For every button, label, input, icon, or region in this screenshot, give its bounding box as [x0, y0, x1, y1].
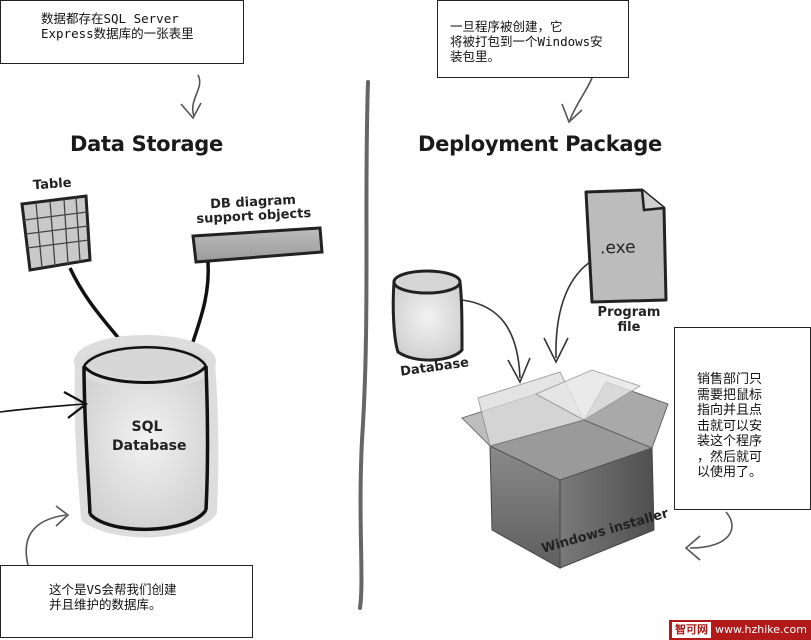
database-to-box-arrow — [461, 299, 521, 379]
arrow-into-database — [0, 403, 85, 413]
label-exe: .exe — [599, 237, 636, 259]
note-top-right: 一旦程序被创建，它 将被打包到一个Windows安 装包里。 — [437, 0, 629, 78]
watermark-url: www.hzhike.com — [715, 623, 807, 636]
arrow-right-note — [689, 511, 733, 549]
label-program-file: Program file — [597, 305, 661, 335]
arrow-bottom-left — [25, 514, 67, 566]
arrow-top-right — [569, 77, 593, 121]
label-sql-database: SQL Database — [112, 419, 187, 454]
heading-deployment-package: Deployment Package — [418, 132, 662, 156]
watermark: 智可网 www.hzhike.com — [669, 620, 811, 640]
note-bottom-left: 这个是VS会帮我们创建 并且维护的数据库。 — [0, 565, 253, 638]
heading-data-storage: Data Storage — [70, 132, 223, 156]
arrow-top-left — [191, 74, 201, 117]
table-icon — [20, 194, 92, 272]
label-db-diagram: DB diagram support objects — [196, 192, 312, 227]
db-diagram-bar — [191, 226, 324, 264]
note-right: 销售部门只 需要把鼠标 指向并且点 击就可以安 装这个程序 ，然后就可 以使用了… — [674, 327, 811, 510]
divider-line — [358, 80, 370, 610]
windows-installer-box — [461, 369, 669, 569]
database-cylinder — [391, 269, 464, 362]
exe-file-icon — [584, 188, 668, 304]
table-connector — [68, 267, 122, 342]
note-top-left: 数据都存在SQL Server Express数据库的一张表里 — [0, 0, 244, 64]
label-table: Table — [32, 175, 73, 194]
sql-database-cylinder — [74, 335, 219, 538]
exe-to-box-arrow — [555, 261, 591, 359]
diagram-connector — [190, 261, 211, 346]
watermark-logo: 智可网 — [672, 622, 711, 638]
